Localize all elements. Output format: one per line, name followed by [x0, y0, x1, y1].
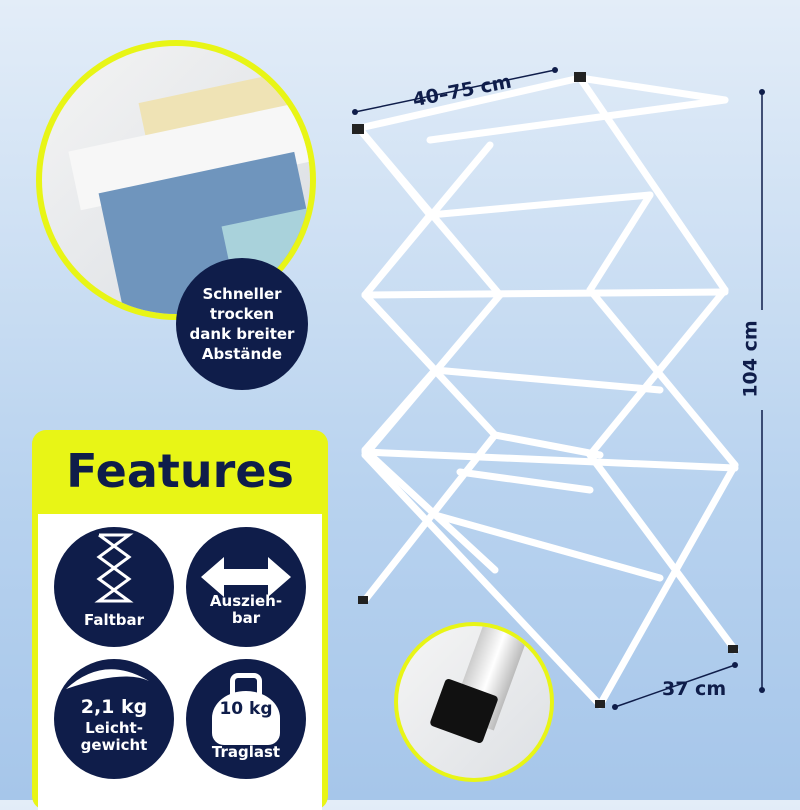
callout-bubble: Schneller trocken dank breiter Abstände: [176, 258, 308, 390]
kettlebell-icon: [212, 673, 280, 745]
depth-dimension-label: 37 cm: [662, 678, 727, 700]
towel-detail-zoom: [36, 40, 316, 320]
feature-lightweight: 2,1 kg Leicht- gewicht: [54, 659, 174, 779]
feature-label: Traglast: [211, 743, 281, 761]
feature-value: 2,1 kg: [80, 696, 148, 718]
feature-value: 10 kg: [219, 699, 273, 719]
feature-label: Auszieh- bar: [209, 592, 283, 627]
callout-line: Schneller: [202, 285, 282, 303]
height-dimension-label: 104 cm: [739, 320, 762, 398]
feature-foldable: Faltbar: [54, 527, 174, 647]
callout-line: dank breiter: [189, 325, 295, 343]
feature-icon: [66, 669, 149, 689]
double-arrow-icon: [201, 557, 291, 597]
feature-label: Faltbar: [83, 611, 145, 629]
features-title: Features: [66, 444, 294, 498]
scissor-fold-icon: [94, 533, 134, 603]
callout-line: trocken: [209, 305, 275, 323]
callout-line: Abstände: [201, 345, 283, 363]
feature-extendable: Auszieh- bar: [186, 527, 306, 647]
foot-detail-zoom: [394, 622, 554, 782]
feature-load-capacity: 10 kg Traglast: [186, 659, 306, 779]
feature-label: Leicht- gewicht: [80, 719, 148, 754]
features-panel: Features Faltbar Auszieh- bar 2,1 kg Lei…: [32, 430, 328, 810]
